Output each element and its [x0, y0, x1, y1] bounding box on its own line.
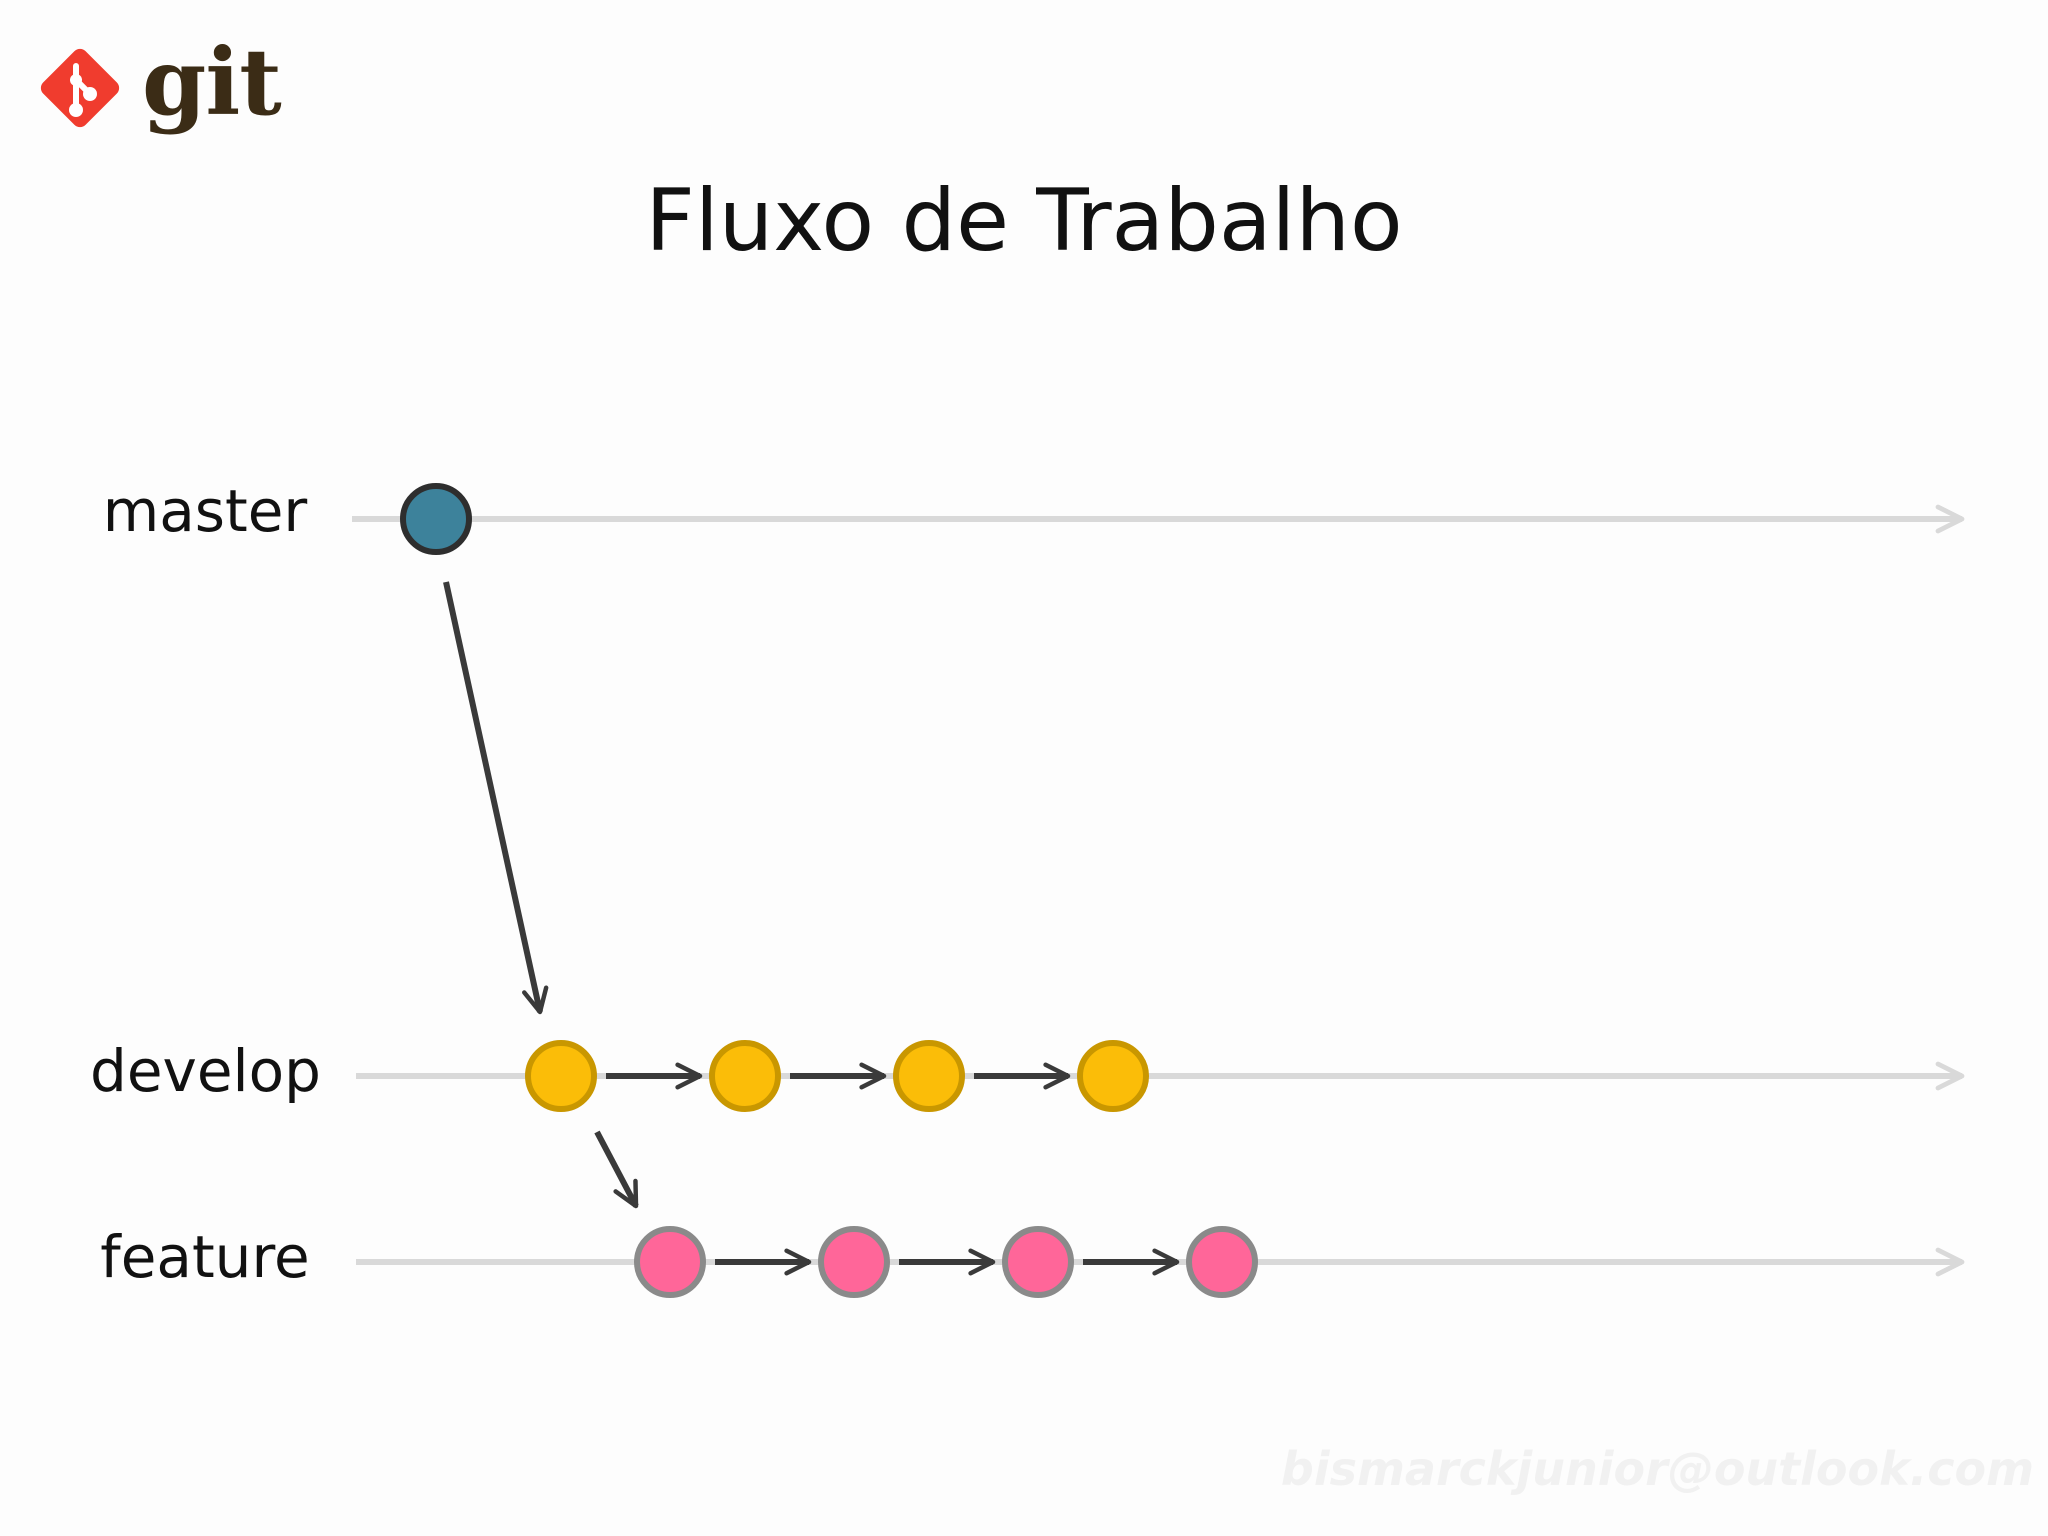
commit-node-develop — [525, 1040, 597, 1112]
branch-arrow-master-to-develop — [443, 581, 549, 1015]
commit-node-feature — [634, 1226, 706, 1298]
commit-node-feature — [1186, 1226, 1258, 1298]
commit-node-develop — [709, 1040, 781, 1112]
commit-node-feature — [1002, 1226, 1074, 1298]
branch-label-master: master — [102, 477, 308, 545]
branch-arrow-develop-to-feature — [594, 1130, 639, 1209]
git-logo-icon — [40, 48, 120, 128]
commit-node-develop — [893, 1040, 965, 1112]
slide-title: Fluxo de Trabalho — [645, 171, 1403, 271]
branch-label-develop: develop — [90, 1037, 321, 1105]
git-logo: git — [32, 28, 282, 140]
commit-node-feature — [818, 1226, 890, 1298]
branch-label-feature: feature — [100, 1223, 310, 1291]
git-wordmark: git — [142, 28, 282, 136]
commit-node-develop — [1077, 1040, 1149, 1112]
author-watermark: bismarckjunior@outlook.com — [1280, 1442, 2034, 1496]
commit-node-master — [400, 483, 472, 555]
